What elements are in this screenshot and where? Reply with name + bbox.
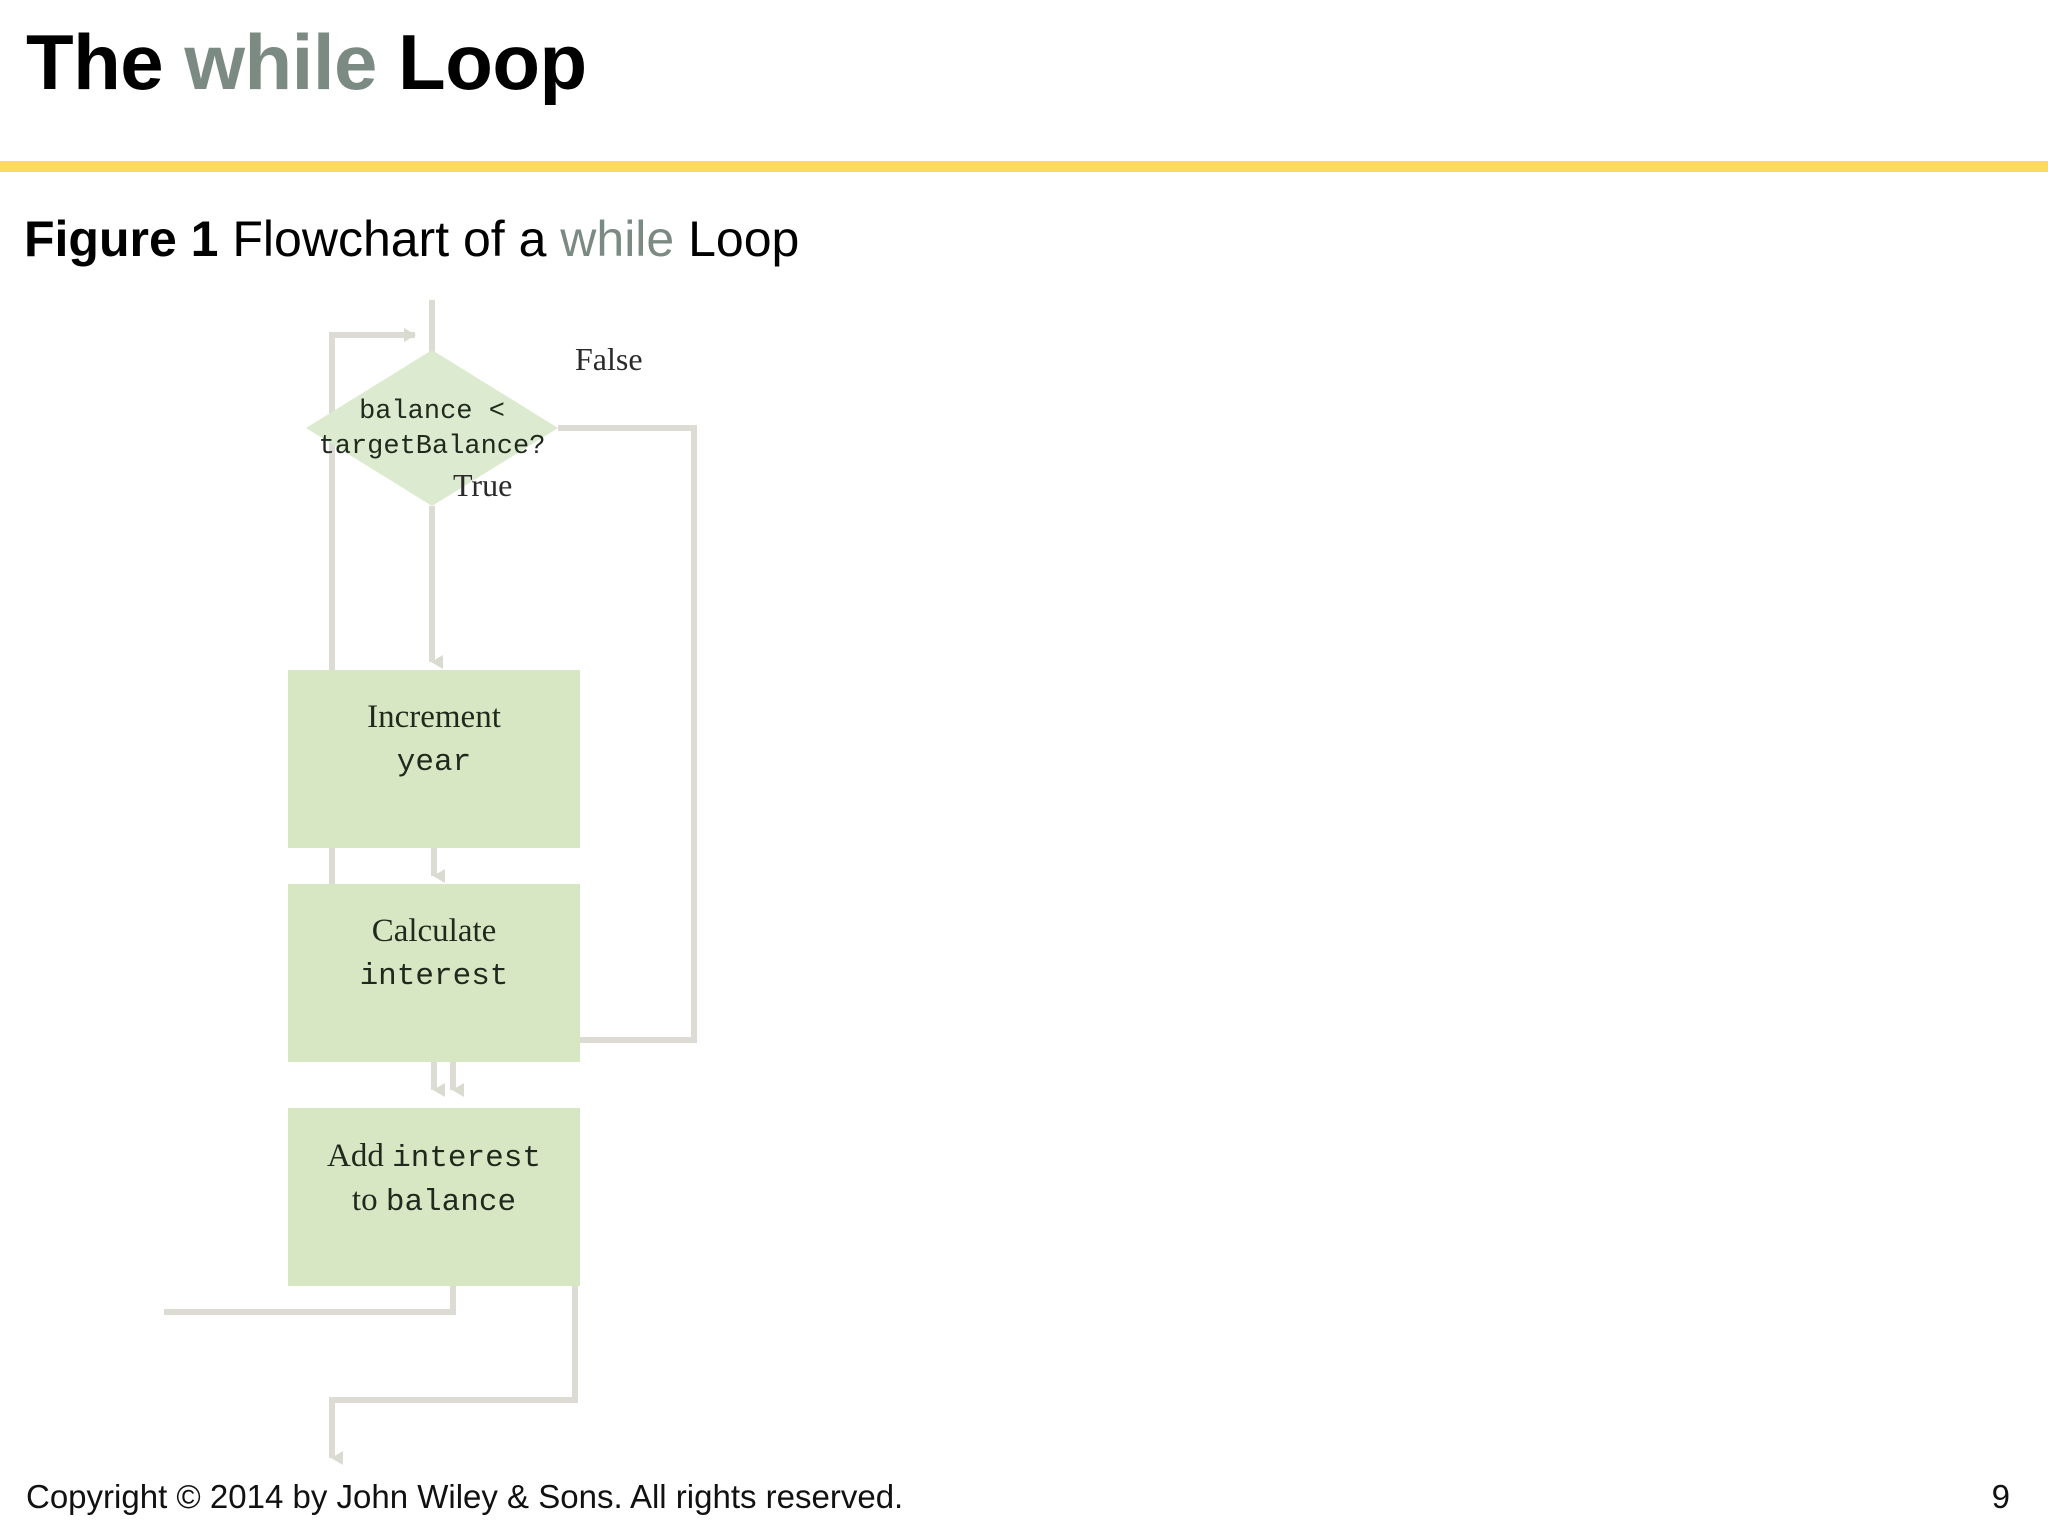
footer-page-number: 9 bbox=[1991, 1478, 2010, 1515]
box3-line1-word: Add bbox=[327, 1138, 392, 1174]
page-title-prefix: The bbox=[26, 18, 185, 106]
box1-line1: Increment bbox=[367, 699, 501, 735]
process-box-increment-year: Increment year bbox=[288, 670, 580, 848]
figure-caption-keyword: while bbox=[560, 211, 675, 267]
figure-label: Figure 1 bbox=[24, 211, 219, 267]
flowchart-while-loop: balance < targetBalance? False True Incr… bbox=[120, 300, 880, 1130]
footer-copyright: Copyright © 2014 by John Wiley & Sons. A… bbox=[26, 1478, 904, 1515]
page-title-keyword: while bbox=[184, 18, 377, 106]
title-accent-rule bbox=[0, 161, 2048, 172]
exit-arrow bbox=[329, 1286, 578, 1465]
figure-caption: Figure 1 Flowchart of a while Loop bbox=[24, 212, 799, 267]
decision-diamond: balance < targetBalance? bbox=[306, 350, 558, 506]
figure-caption-prefix: Flowchart of a bbox=[218, 211, 561, 267]
figure-caption-suffix: Loop bbox=[674, 211, 800, 267]
loopback-return-path bbox=[164, 1286, 456, 1315]
decision-text-line1: balance < bbox=[359, 397, 505, 427]
box3-line1: Add interest bbox=[327, 1138, 541, 1176]
false-branch-label: False bbox=[575, 341, 643, 377]
process-box-calculate-interest: Calculate interest bbox=[288, 884, 580, 1062]
decision-text-line2: targetBalance? bbox=[319, 432, 546, 462]
page-title-suffix: Loop bbox=[376, 18, 587, 106]
box3-line2: to balance bbox=[352, 1182, 516, 1220]
box3-line2-word: to bbox=[352, 1182, 386, 1218]
page-title: The while Loop bbox=[26, 21, 587, 104]
box2-line1: Calculate bbox=[372, 913, 497, 949]
box3-line2-code: balance bbox=[386, 1185, 516, 1220]
process-box-add-interest-to-balance: Add interest to balance bbox=[288, 1108, 580, 1286]
box3-line1-code: interest bbox=[392, 1141, 541, 1176]
box2-line2-code: interest bbox=[360, 959, 509, 994]
flowchart-lower-section: Add interest to balance bbox=[120, 1090, 880, 1510]
box1-line2-code: year bbox=[397, 745, 471, 780]
true-branch-label: True bbox=[453, 467, 512, 503]
